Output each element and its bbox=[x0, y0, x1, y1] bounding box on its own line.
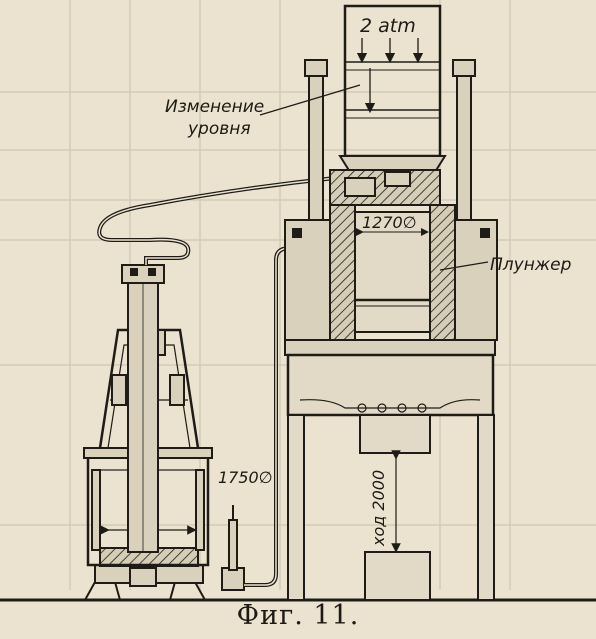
plunger-label: Плунжер bbox=[490, 255, 572, 275]
press bbox=[284, 4, 498, 601]
plunger-diameter-label: 1270∅ bbox=[362, 213, 417, 232]
accumulator bbox=[83, 264, 213, 601]
figure-caption: Фиг. 11. bbox=[236, 600, 360, 631]
level-change-label-1: Изменение bbox=[165, 97, 264, 117]
plunger-leader bbox=[439, 261, 489, 271]
accumulator-diameter-label: 1750∅ bbox=[218, 468, 273, 487]
pressure-label: 2 atm bbox=[360, 15, 416, 37]
level-change-leader bbox=[259, 84, 361, 116]
level-change-label-2: уровня bbox=[187, 119, 251, 139]
stroke-label: ход 2000 bbox=[369, 470, 388, 547]
